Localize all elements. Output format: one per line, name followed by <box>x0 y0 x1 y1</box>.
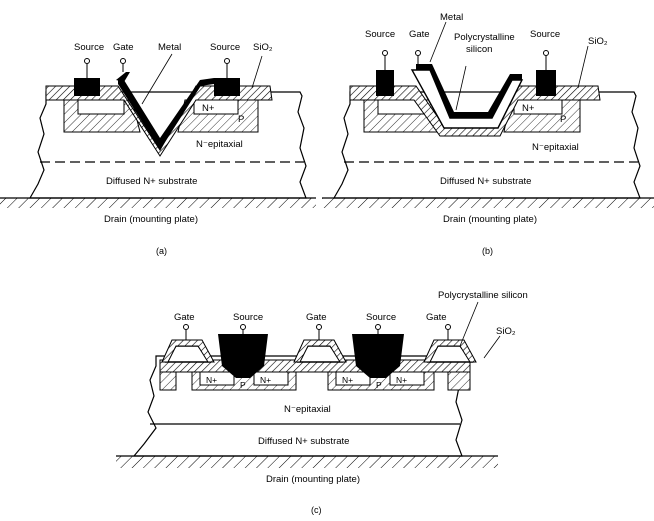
label-drain-a: Drain (mounting plate) <box>104 214 198 225</box>
metal-v-gate-a <box>118 80 214 150</box>
label-n3-c: N+ <box>342 375 353 385</box>
diagram-a: Source Gate Metal Source SiO₂ N+ P N⁻epi… <box>0 42 316 256</box>
leader-lines-b <box>429 21 589 111</box>
terminal-pins-c <box>183 324 451 340</box>
mounting-ground-c <box>116 456 498 468</box>
label-epitaxial-b: N⁻epitaxial <box>532 142 579 153</box>
n-plus-right-a <box>193 99 239 115</box>
label-poly-b: Polycrystalline <box>454 32 515 43</box>
mounting-ground-a <box>0 198 316 208</box>
diagram-c: Gate Source Gate Source Gate Polycrystal… <box>116 290 528 515</box>
label-oxide-a: SiO₂ <box>253 42 273 53</box>
label-substrate-c: Diffused N+ substrate <box>258 436 349 447</box>
label-p2-c: P <box>376 380 382 390</box>
label-poly-c: Polycrystalline silicon <box>438 290 528 301</box>
label-n2-c: N+ <box>260 375 271 385</box>
diagram-b: Source Gate Metal Polycrystalline silico… <box>322 12 654 256</box>
label-substrate-b: Diffused N+ substrate <box>440 176 531 187</box>
label-source-right-b: Source <box>530 29 560 40</box>
source-contact-left-a <box>74 78 100 96</box>
p-well-edge-right-c <box>447 371 471 391</box>
label-gate-b: Gate <box>409 29 430 40</box>
label-drain-c: Drain (mounting plate) <box>266 474 360 485</box>
metal-layer-b <box>416 64 522 118</box>
label-gate-2-c: Gate <box>306 312 327 323</box>
source-contact-right-b <box>536 70 556 96</box>
caption-b: (b) <box>482 246 493 256</box>
terminal-pins-b <box>382 50 549 70</box>
source-metal-1-c <box>218 334 268 378</box>
label-gate-3-c: Gate <box>426 312 447 323</box>
label-source-right-a: Source <box>210 42 240 53</box>
label-n-plus-b: N+ <box>522 103 535 114</box>
label-substrate-a: Diffused N+ substrate <box>106 176 197 187</box>
leader-lines-c <box>459 301 501 359</box>
source-contact-right-a <box>214 78 240 96</box>
label-metal-a: Metal <box>158 42 181 53</box>
label-gate-a: Gate <box>113 42 134 53</box>
label-oxide-c: SiO₂ <box>496 326 516 337</box>
gate-tab-a <box>116 72 130 82</box>
label-epitaxial-a: N⁻epitaxial <box>196 139 243 150</box>
caption-c: (c) <box>311 505 322 515</box>
label-p-b: P <box>560 114 566 125</box>
gate-oxide-2-c <box>293 339 347 363</box>
caption-a: (a) <box>156 246 167 256</box>
label-p1-c: P <box>240 380 246 390</box>
source-metal-2-c <box>352 334 404 378</box>
label-gate-1-c: Gate <box>174 312 195 323</box>
leader-lines-a <box>141 53 263 105</box>
p-well-edge-left-c <box>159 371 177 391</box>
gate-oxide-3-c <box>423 339 477 363</box>
label-p-a: P <box>238 114 244 125</box>
source-contact-left-b <box>376 70 394 96</box>
label-source-left-a: Source <box>74 42 104 53</box>
label-n-plus-a: N+ <box>202 103 215 114</box>
n-plus-left-a <box>77 99 125 115</box>
label-source-2-c: Source <box>366 312 396 323</box>
label-epitaxial-c: N⁻epitaxial <box>284 404 331 415</box>
label-source-1-c: Source <box>233 312 263 323</box>
label-n1-c: N+ <box>206 375 217 385</box>
label-poly2-b: silicon <box>466 44 492 55</box>
mounting-ground-b <box>322 198 654 208</box>
terminal-pins-a <box>84 58 230 78</box>
label-n4-c: N+ <box>396 375 407 385</box>
oxide-layer-a <box>45 85 273 157</box>
label-oxide-b: SiO₂ <box>588 36 608 47</box>
gate-oxide-1-c <box>161 339 215 363</box>
label-metal-b: Metal <box>440 12 463 23</box>
label-source-left-b: Source <box>365 29 395 40</box>
label-drain-b: Drain (mounting plate) <box>443 214 537 225</box>
metal-strip-a <box>200 78 214 86</box>
